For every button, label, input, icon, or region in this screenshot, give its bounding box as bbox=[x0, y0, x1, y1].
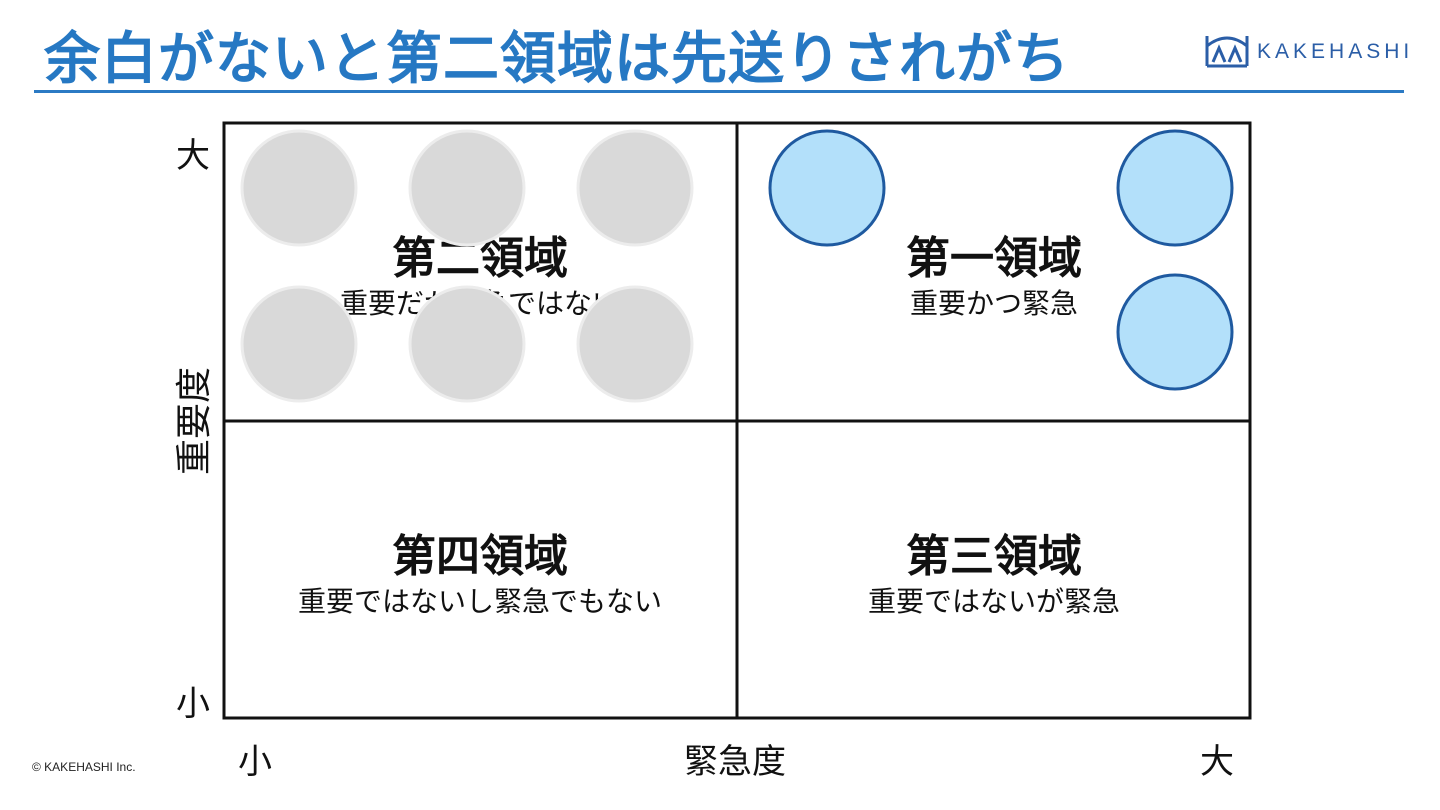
company-logo: KAKEHASHI bbox=[1205, 32, 1413, 72]
q1-blue-circles bbox=[768, 129, 1234, 391]
kakehashi-bridge-logo-icon bbox=[1205, 36, 1249, 68]
gray-task-circle bbox=[408, 285, 526, 403]
q1-title: 第一領域 bbox=[906, 233, 1082, 284]
blue-task-circle bbox=[1116, 129, 1234, 247]
q3-subtitle: 重要ではないが緊急 bbox=[867, 585, 1120, 618]
y-axis-max-label: 大 bbox=[176, 136, 210, 176]
copyright-footer: © KAKEHASHI Inc. bbox=[32, 760, 136, 774]
gray-task-circle bbox=[240, 129, 358, 247]
gray-task-circle bbox=[576, 129, 694, 247]
y-axis-min-label: 小 bbox=[176, 684, 210, 724]
x-axis-max-label: 大 bbox=[1200, 742, 1234, 782]
title-underline bbox=[34, 90, 1404, 93]
q2-gray-circles bbox=[240, 129, 694, 403]
x-axis-min-label: 小 bbox=[238, 742, 272, 782]
logo-wordmark: KAKEHASHI bbox=[1257, 40, 1414, 63]
x-axis-label: 緊急度 bbox=[684, 742, 786, 782]
gray-task-circle bbox=[576, 285, 694, 403]
gray-task-circle bbox=[408, 129, 526, 247]
y-axis-label-text: 重要度 bbox=[174, 367, 215, 476]
q4-title: 第四領域 bbox=[392, 531, 568, 582]
page-title: 余白がないと第二領域は先送りされがち bbox=[44, 27, 1070, 92]
q1-subtitle: 重要かつ緊急 bbox=[909, 287, 1078, 320]
gray-task-circle bbox=[240, 285, 358, 403]
blue-task-circle bbox=[768, 129, 886, 247]
blue-task-circle bbox=[1116, 273, 1234, 391]
q4-subtitle: 重要ではないし緊急でもない bbox=[297, 585, 662, 618]
q3-title: 第三領域 bbox=[906, 531, 1082, 582]
